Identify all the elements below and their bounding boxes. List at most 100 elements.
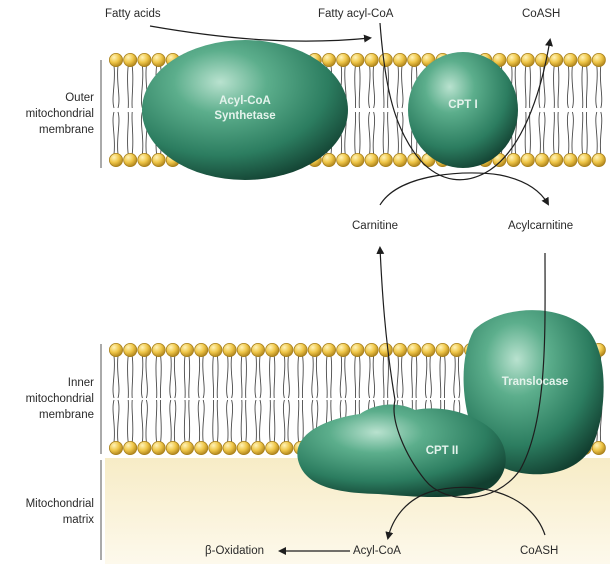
lipid-head: [337, 53, 350, 66]
lipid-head: [223, 343, 236, 356]
lipid-tail: [127, 356, 132, 398]
lipid-head: [592, 441, 605, 454]
cpt2-label: CPT II: [412, 444, 472, 459]
lipid-tail: [269, 356, 274, 398]
lipid-tail: [283, 356, 289, 398]
translocase-label: Translocase: [490, 375, 580, 390]
lipid-tail: [255, 356, 261, 398]
lipid-head: [322, 53, 335, 66]
lipid-head: [351, 53, 364, 66]
lipid-head: [152, 441, 165, 454]
lipid-head: [124, 343, 137, 356]
lipid-tail: [156, 400, 161, 442]
lipid-head: [294, 343, 307, 356]
lipid-head: [138, 153, 151, 166]
lipid-head: [322, 153, 335, 166]
lipid-head: [592, 53, 605, 66]
lipid-tail: [383, 112, 388, 154]
coash-bottom-label: CoASH: [520, 544, 558, 558]
lipid-head: [138, 441, 151, 454]
lipid-tail: [355, 356, 360, 398]
lipid-tail: [582, 112, 587, 154]
lipid-tail: [553, 112, 558, 154]
lipid-head: [351, 343, 364, 356]
lipid-tail: [184, 400, 189, 442]
lipid-head: [209, 343, 222, 356]
lipid-tail: [213, 400, 218, 442]
lipid-tail: [326, 356, 331, 398]
lipid-tail: [283, 400, 289, 442]
lipid-tail: [425, 356, 431, 398]
lipid-head: [138, 53, 151, 66]
lipid-head: [535, 153, 548, 166]
lipid-head: [379, 343, 392, 356]
lipid-head: [266, 441, 279, 454]
lipid-tail: [454, 356, 460, 398]
carnitine-return-arrow: [380, 248, 395, 400]
lipid-head: [521, 53, 534, 66]
lipid-head: [365, 343, 378, 356]
lipid-head: [450, 343, 463, 356]
lipid-tail: [525, 66, 530, 108]
lipid-head: [365, 53, 378, 66]
fatty-acyl-coa-label: Fatty acyl-CoA: [318, 7, 393, 21]
lipid-head: [507, 153, 520, 166]
lipid-head: [592, 153, 605, 166]
lipid-tail: [440, 356, 445, 398]
lipid-head: [280, 343, 293, 356]
lipid-tail: [397, 356, 403, 398]
lipid-tail: [369, 112, 375, 154]
lipid-head: [408, 53, 421, 66]
lipid-head: [223, 441, 236, 454]
lipid-head: [109, 153, 122, 166]
lipid-tail: [255, 400, 261, 442]
lipid-head: [124, 441, 137, 454]
lipid-tail: [241, 356, 246, 398]
lipid-head: [266, 343, 279, 356]
lipid-head: [195, 441, 208, 454]
lipid-tail: [170, 400, 176, 442]
lipid-tail: [312, 356, 318, 398]
lipid-tail: [369, 66, 375, 108]
beta-oxidation-label: β-Oxidation: [205, 544, 264, 558]
lipid-head: [195, 343, 208, 356]
acylcarnitine-label: Acylcarnitine: [508, 219, 573, 233]
lipid-tail: [269, 400, 274, 442]
lipid-tail: [553, 66, 558, 108]
lipid-head: [422, 343, 435, 356]
lipid-tail: [127, 66, 132, 108]
lipid-head: [109, 53, 122, 66]
lipid-tail: [539, 112, 545, 154]
lipid-head: [408, 343, 421, 356]
lipid-head: [365, 153, 378, 166]
lipid-head: [578, 53, 591, 66]
lipid-head: [393, 153, 406, 166]
lipid-tail: [340, 356, 346, 398]
lipid-head: [138, 343, 151, 356]
lipid-tail: [113, 400, 119, 442]
lipid-head: [180, 343, 193, 356]
lipid-head: [109, 343, 122, 356]
lipid-head: [393, 53, 406, 66]
lipid-tail: [567, 66, 573, 108]
lipid-tail: [397, 66, 403, 108]
lipid-head: [152, 343, 165, 356]
lipid-tail: [113, 66, 119, 108]
lipid-tail: [141, 400, 147, 442]
lipid-head: [337, 343, 350, 356]
lipid-head: [564, 53, 577, 66]
lipid-tail: [198, 400, 204, 442]
lipid-tail: [596, 66, 602, 108]
acyl-coa-synthetase-label: Acyl-CoA Synthetase: [195, 94, 295, 124]
lipid-head: [578, 153, 591, 166]
lipid-tail: [170, 356, 176, 398]
lipid-tail: [355, 112, 360, 154]
lipid-tail: [198, 356, 204, 398]
carnitine-to-acylcarnitine-arrow: [380, 173, 548, 205]
lipid-head: [109, 441, 122, 454]
lipid-head: [351, 153, 364, 166]
lipid-head: [152, 53, 165, 66]
matrix-label: Mitochondrial matrix: [2, 496, 94, 528]
lipid-tail: [383, 356, 388, 398]
